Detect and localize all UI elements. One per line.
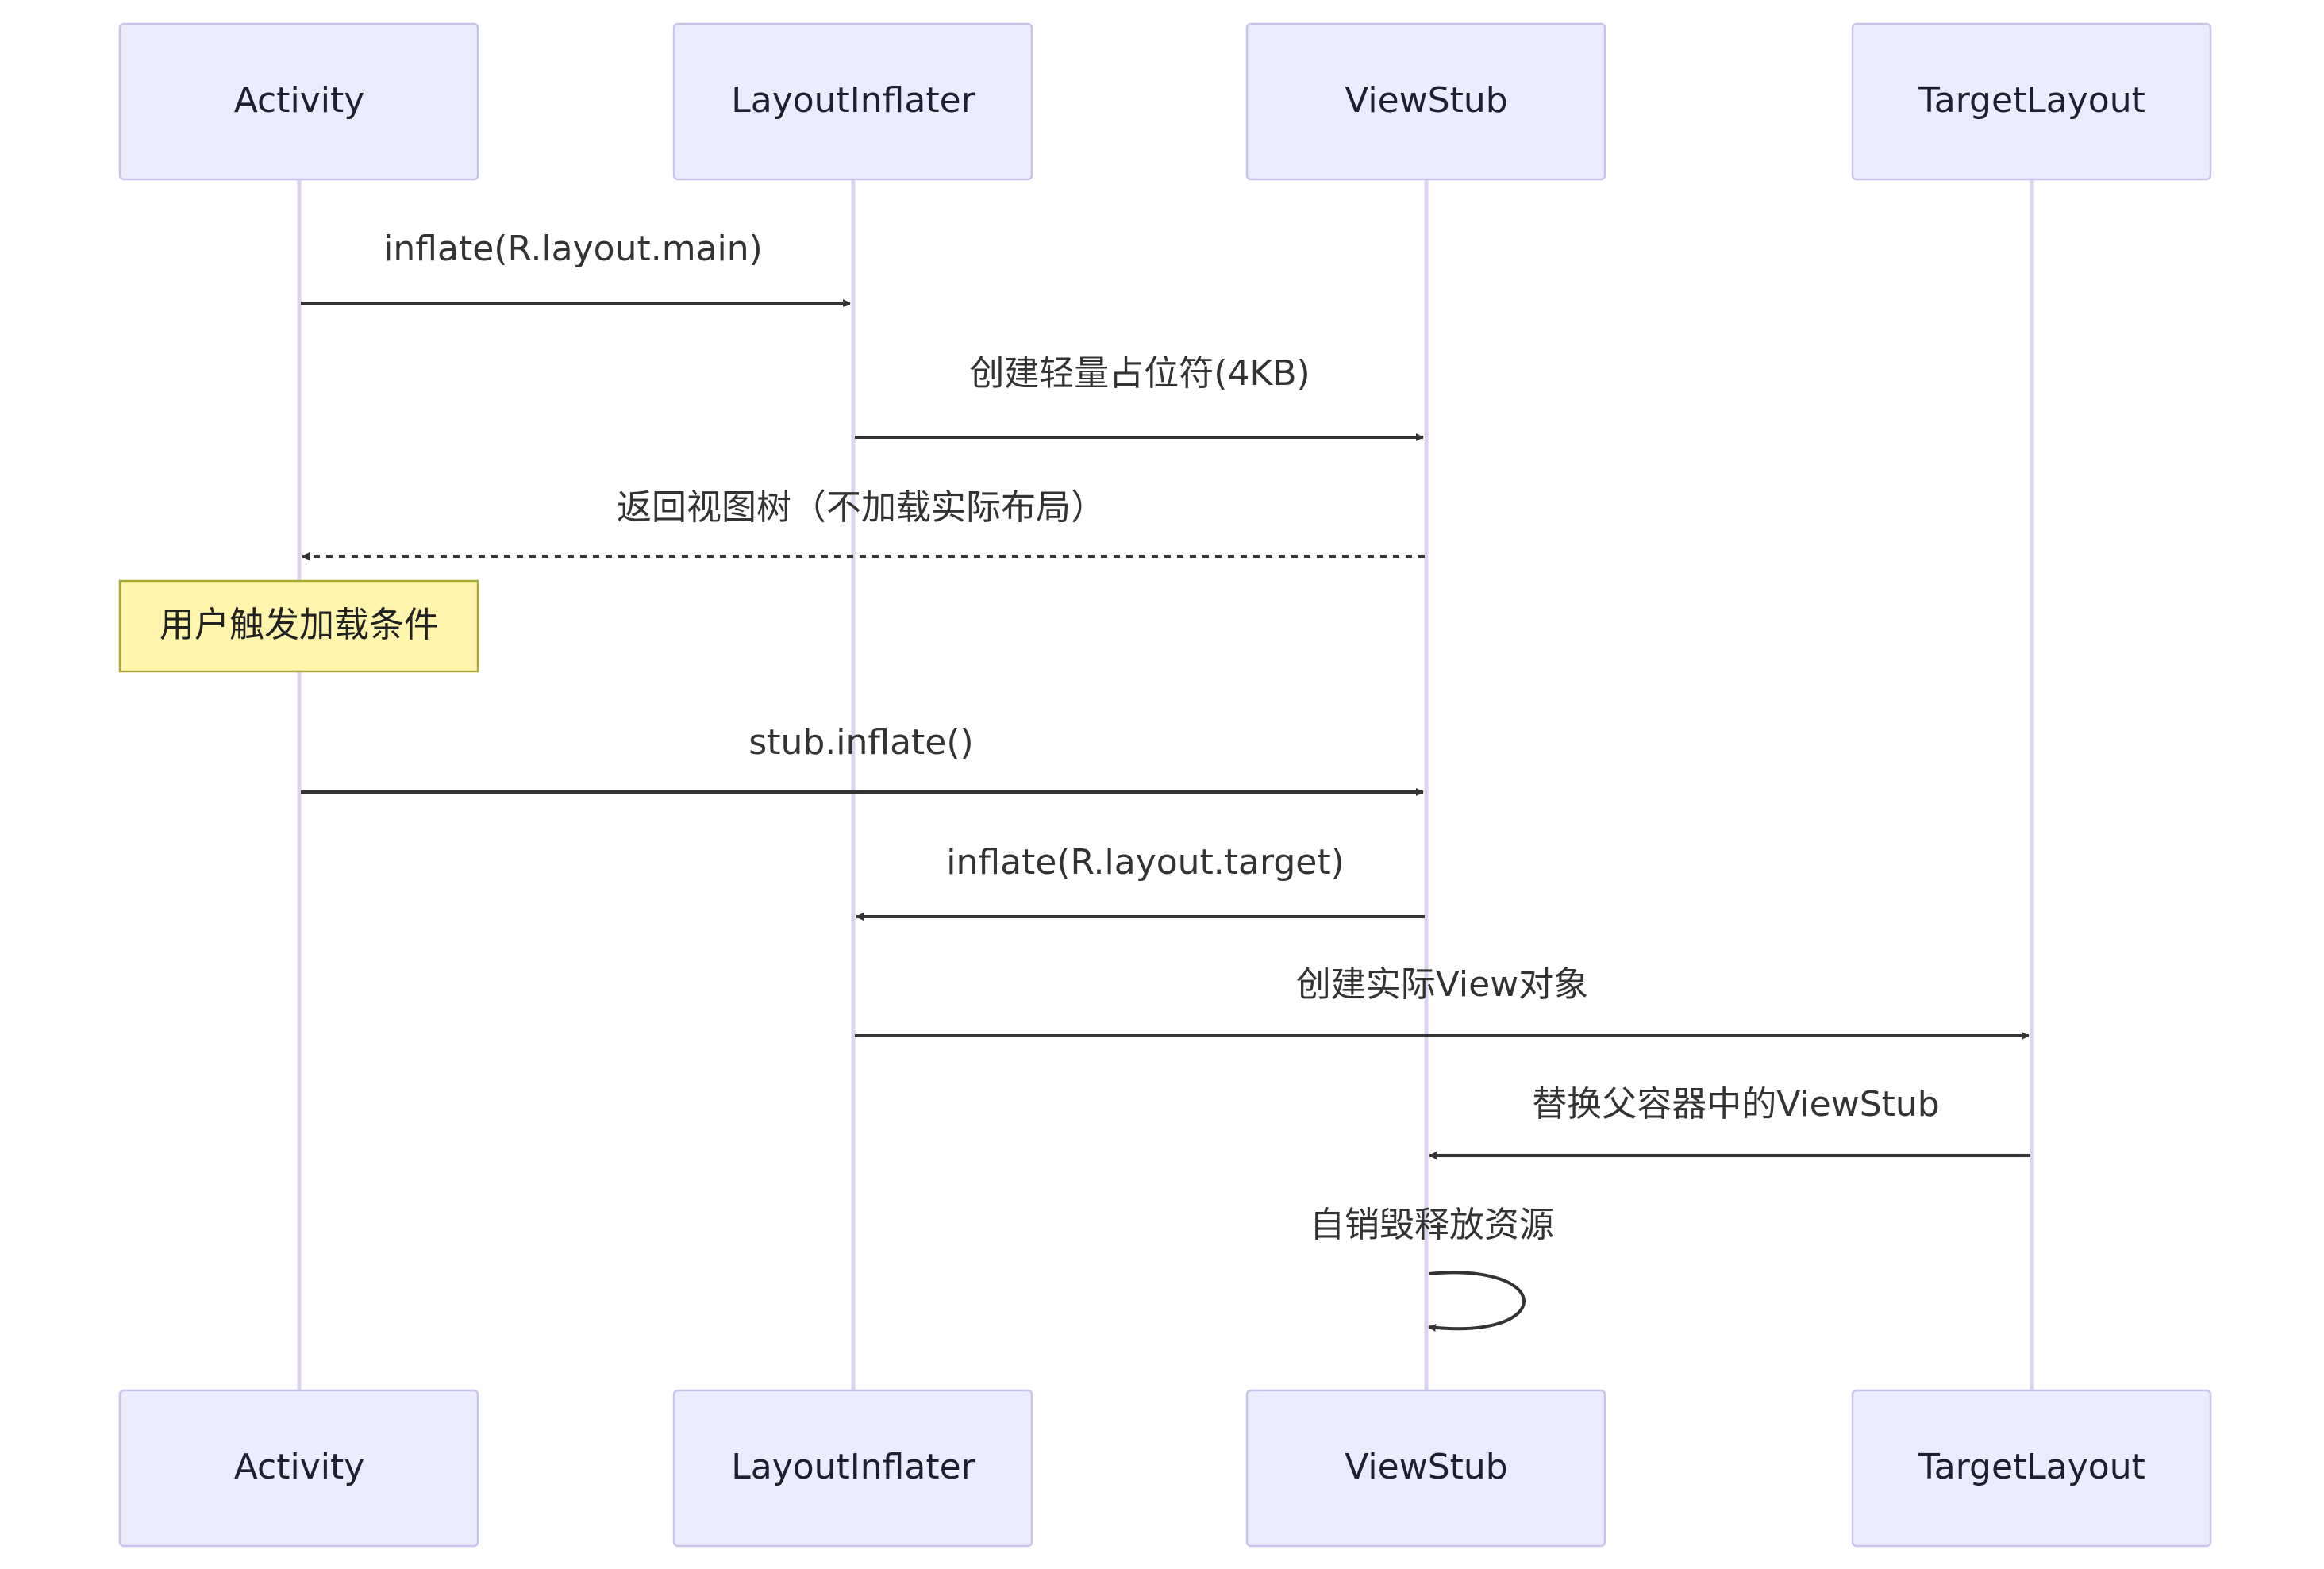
participant-label: ViewStub: [1345, 1447, 1507, 1487]
message-label: stub.inflate(): [748, 722, 973, 763]
message-label: 返回视图树（不加载实际布局）: [617, 487, 1106, 528]
participant-activity-top: Activity: [118, 22, 479, 181]
message-label: 替换父容器中的ViewStub: [1532, 1084, 1939, 1125]
participant-label: TargetLayout: [1918, 80, 2145, 121]
note-label: 用户触发加载条件: [160, 605, 439, 645]
participant-viewstub-bottom: ViewStub: [1245, 1389, 1606, 1548]
message-self-loop: [1428, 1271, 1526, 1332]
participant-label: Activity: [234, 80, 365, 121]
note-user-trigger: 用户触发加载条件: [118, 579, 479, 673]
participant-label: LayoutInflater: [731, 1447, 975, 1487]
message-label: 自销毁释放资源: [1310, 1205, 1554, 1245]
participant-label: TargetLayout: [1918, 1447, 2145, 1487]
message-self-destroy: 自销毁释放资源: [1310, 1205, 1554, 1332]
message-stub-inflate: stub.inflate(): [301, 722, 1424, 796]
message-label: inflate(R.layout.main): [383, 229, 763, 269]
message-create-placeholder: 创建轻量占位符(4KB): [855, 353, 1424, 441]
message-label: 创建轻量占位符(4KB): [969, 353, 1310, 394]
participant-label: ViewStub: [1345, 80, 1507, 121]
message-label: inflate(R.layout.target): [946, 842, 1345, 883]
participant-targetlayout-bottom: TargetLayout: [1851, 1389, 2212, 1548]
message-replace-viewstub: 替换父容器中的ViewStub: [1429, 1084, 2030, 1159]
participant-layoutinflater-bottom: LayoutInflater: [672, 1389, 1033, 1548]
participant-label: LayoutInflater: [731, 80, 975, 121]
message-create-actual-view: 创建实际View对象: [855, 964, 2030, 1040]
message-return-view-tree: 返回视图树（不加载实际布局）: [302, 487, 1425, 560]
message-label: 创建实际View对象: [1296, 964, 1588, 1005]
participant-layoutinflater-top: LayoutInflater: [672, 22, 1033, 181]
participant-targetlayout-top: TargetLayout: [1851, 22, 2212, 181]
participant-viewstub-top: ViewStub: [1245, 22, 1606, 181]
participant-label: Activity: [234, 1447, 365, 1487]
message-inflate-main: inflate(R.layout.main): [301, 229, 851, 307]
message-inflate-target: inflate(R.layout.target): [856, 842, 1425, 921]
lifelines: [297, 179, 2034, 1390]
participant-activity-bottom: Activity: [118, 1389, 479, 1548]
